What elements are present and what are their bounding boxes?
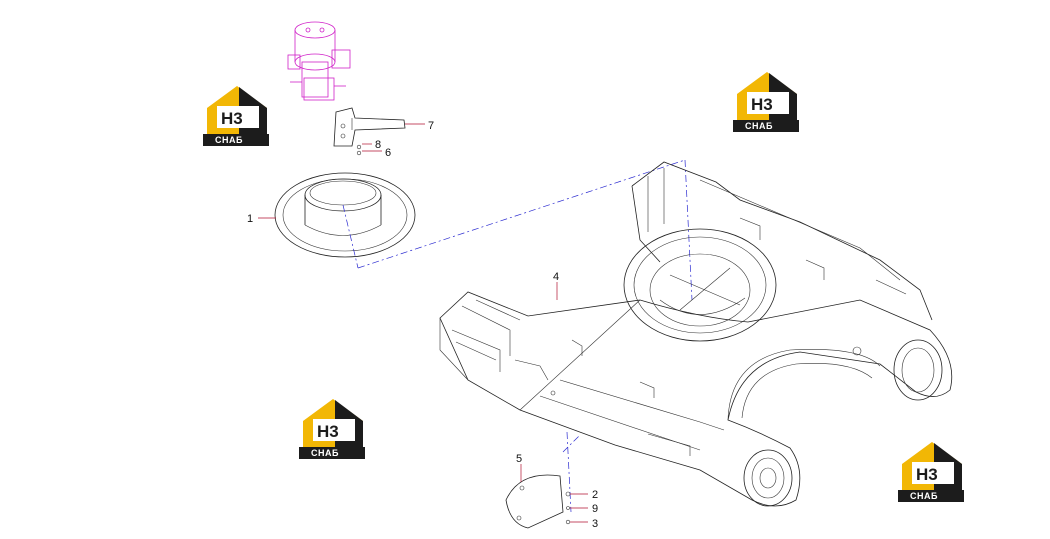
leader-lines bbox=[258, 123, 588, 523]
svg-text:H3: H3 bbox=[751, 95, 773, 114]
bracket-drawing bbox=[333, 107, 406, 156]
track-frame-drawing bbox=[439, 161, 953, 507]
callout-7: 7 bbox=[428, 120, 434, 132]
callout-6: 6 bbox=[385, 147, 391, 159]
cover-plate-drawing bbox=[505, 474, 571, 529]
callout-3: 3 bbox=[592, 518, 598, 530]
centerlines bbox=[342, 159, 693, 513]
logo-watermark-top-right: H3 СНАБ bbox=[733, 72, 799, 132]
swing-bearing-drawing bbox=[274, 172, 416, 258]
svg-text:СНАБ: СНАБ bbox=[215, 135, 243, 145]
callout-2: 2 bbox=[592, 489, 598, 501]
svg-text:H3: H3 bbox=[221, 109, 243, 128]
svg-text:СНАБ: СНАБ bbox=[910, 491, 938, 501]
svg-text:H3: H3 bbox=[317, 422, 339, 441]
swivel-joint-drawing bbox=[287, 21, 351, 101]
callout-8: 8 bbox=[375, 139, 381, 151]
callout-9: 9 bbox=[592, 503, 598, 515]
svg-text:H3: H3 bbox=[916, 465, 938, 484]
logo-watermark-bottom-right: H3 СНАБ bbox=[898, 442, 964, 502]
callout-5: 5 bbox=[516, 453, 522, 465]
logo-watermark-bottom-left: H3 СНАБ bbox=[299, 399, 365, 459]
svg-text:СНАБ: СНАБ bbox=[745, 121, 773, 131]
callout-4: 4 bbox=[553, 271, 559, 283]
svg-text:СНАБ: СНАБ bbox=[311, 448, 339, 458]
callout-1: 1 bbox=[247, 213, 253, 225]
logo-watermark-top-left: H3 СНАБ bbox=[203, 86, 269, 146]
